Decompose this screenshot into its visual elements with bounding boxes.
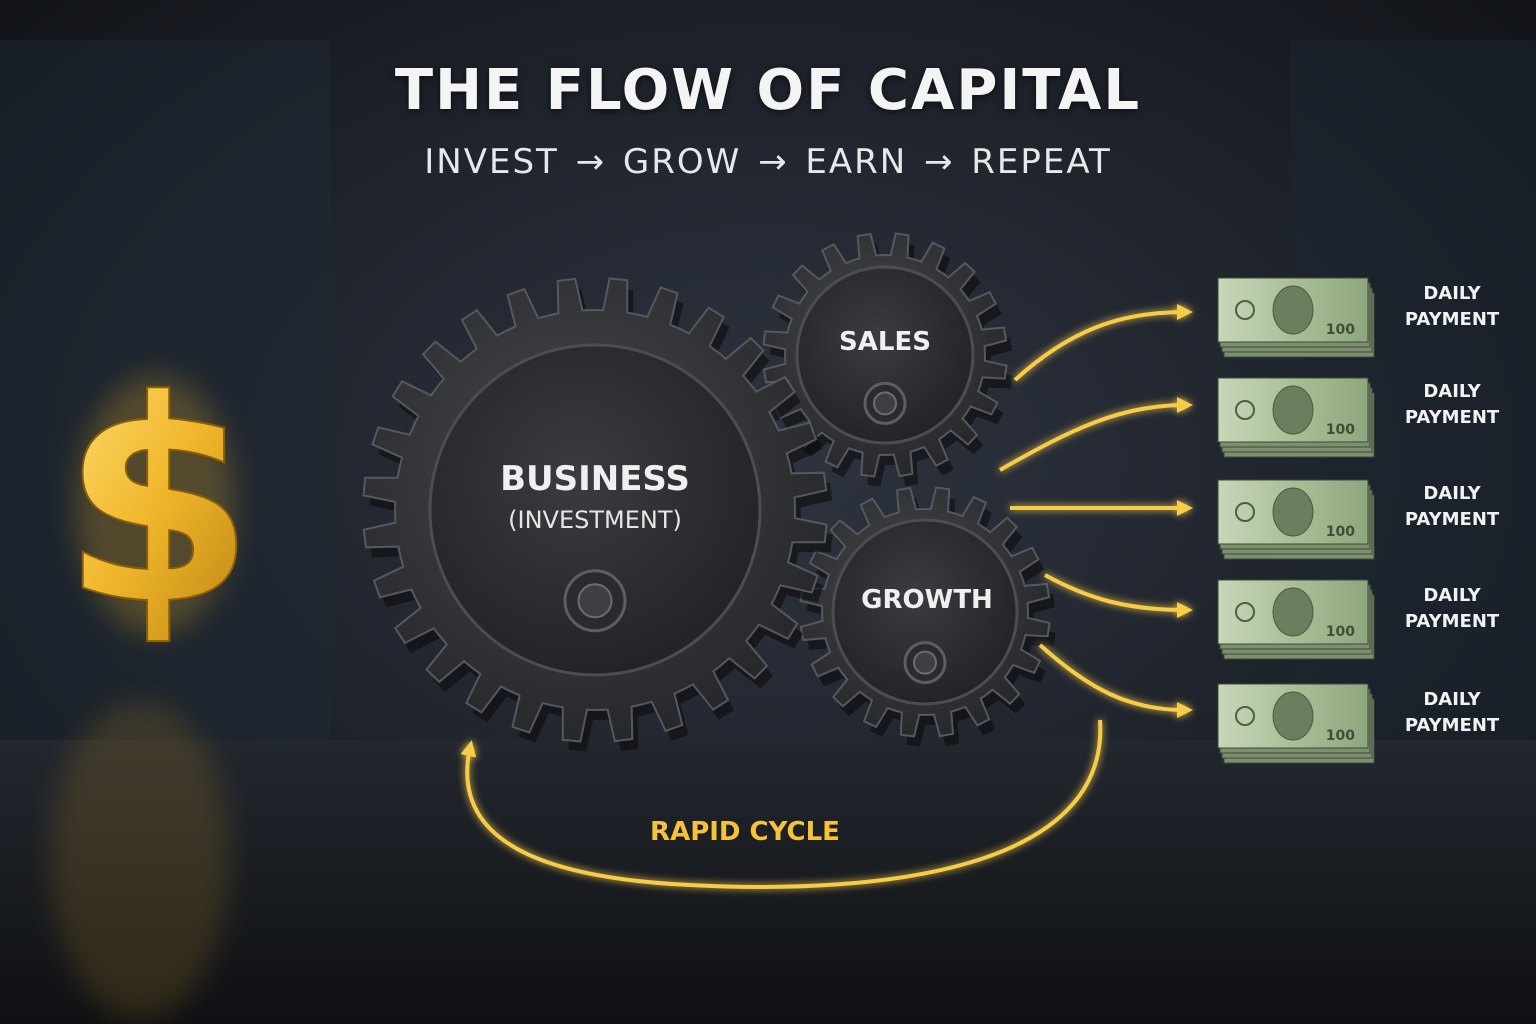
growth-label: GROWTH (861, 585, 993, 615)
payment-label-line2: PAYMENT (1404, 309, 1500, 330)
bill-denomination: 100 (1326, 524, 1355, 540)
dollar-sign-icon: $ (60, 340, 257, 668)
payment-label-line2: PAYMENT (1404, 611, 1500, 632)
output-arrow-4 (1044, 573, 1193, 618)
bill-denomination: 100 (1326, 728, 1355, 744)
payment-label-line1: DAILY (1423, 381, 1481, 402)
payment-label-line1: DAILY (1423, 585, 1481, 606)
payment-label-line1: DAILY (1423, 483, 1481, 504)
business-label: BUSINESS (500, 459, 690, 499)
bill-denomination: 100 (1326, 322, 1355, 338)
output-arrow-2 (999, 397, 1193, 472)
payment-label-3: DAILY PAYMENT (1382, 481, 1522, 533)
payment-label-line2: PAYMENT (1404, 715, 1500, 736)
rapid-cycle-label: RAPID CYCLE (650, 817, 840, 847)
sales-gear (762, 232, 1013, 487)
cycle-arrow-icon (460, 719, 1103, 889)
money-stack-icon: 100 (1217, 683, 1375, 764)
page-subtitle: INVEST → GROW → EARN → REPEAT (424, 142, 1112, 182)
output-arrows (999, 304, 1193, 718)
payment-label-line1: DAILY (1423, 689, 1481, 710)
payment-label-line1: DAILY (1423, 283, 1481, 304)
money-stack-icon: 100 (1217, 579, 1375, 660)
sales-label: SALES (839, 327, 931, 357)
bill-denomination: 100 (1326, 624, 1355, 640)
output-arrow-1 (1013, 304, 1193, 382)
payment-label-2: DAILY PAYMENT (1382, 379, 1522, 431)
payment-label-5: DAILY PAYMENT (1382, 687, 1522, 739)
money-stacks: 100 100 100 100 100 (1217, 277, 1375, 764)
payment-label-4: DAILY PAYMENT (1382, 583, 1522, 635)
investment-label: (INVESTMENT) (508, 506, 682, 534)
output-arrow-5 (1038, 643, 1193, 718)
business-gear (362, 277, 833, 752)
payment-label-line2: PAYMENT (1404, 509, 1500, 530)
money-stack-icon: 100 (1217, 277, 1375, 358)
svg-text:$: $ (61, 341, 256, 667)
bill-denomination: 100 (1326, 422, 1355, 438)
money-stack-icon: 100 (1217, 479, 1375, 560)
payment-label-line2: PAYMENT (1404, 407, 1500, 428)
page-title: THE FLOW OF CAPITAL (394, 58, 1142, 123)
money-stack-icon: 100 (1217, 377, 1375, 458)
payment-label-1: DAILY PAYMENT (1382, 281, 1522, 333)
growth-gear (799, 486, 1056, 747)
